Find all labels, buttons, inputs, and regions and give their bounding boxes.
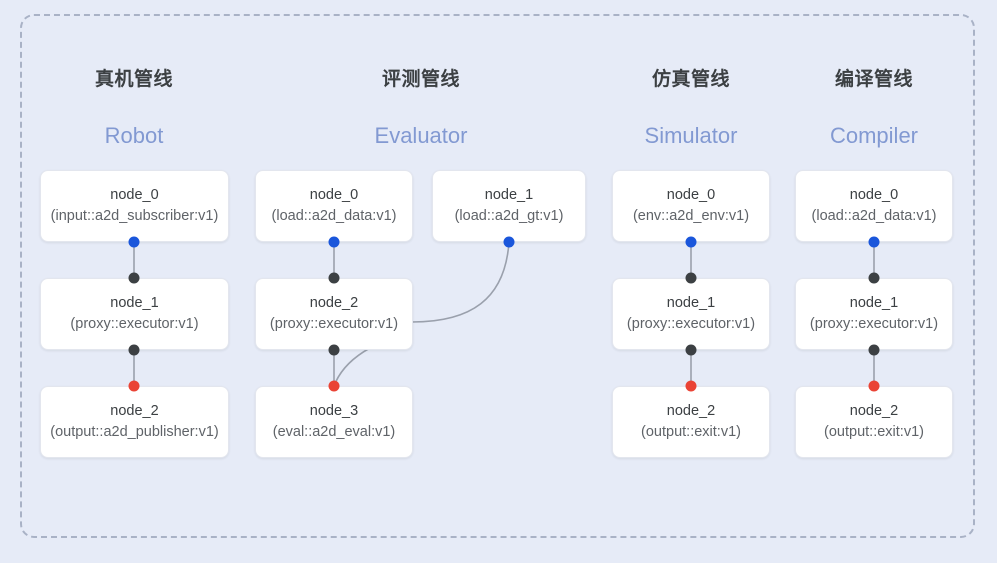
node-simulator-2[interactable]: node_2 (output::exit:v1) bbox=[612, 386, 770, 458]
node-spec: (eval::a2d_eval:v1) bbox=[272, 424, 396, 440]
port-output-evaluator-0[interactable] bbox=[328, 236, 340, 248]
node-title: node_0 bbox=[666, 186, 716, 203]
node-simulator-0[interactable]: node_0 (env::a2d_env:v1) bbox=[612, 170, 770, 242]
node-compiler-0[interactable]: node_0 (load::a2d_data:v1) bbox=[795, 170, 953, 242]
node-title: node_0 bbox=[110, 186, 159, 203]
port-output-compiler-0[interactable] bbox=[868, 236, 880, 248]
node-robot-0[interactable]: node_0 (input::a2d_subscriber:v1) bbox=[40, 170, 229, 242]
port-output-robot-1[interactable] bbox=[128, 344, 140, 356]
column-title-cn-evaluator: 评测管线 bbox=[381, 69, 461, 90]
port-output-evaluator-1[interactable] bbox=[503, 236, 515, 248]
column-title-cn-compiler: 编译管线 bbox=[834, 69, 914, 90]
node-title: node_0 bbox=[849, 186, 899, 203]
node-spec: (output::exit:v1) bbox=[641, 424, 741, 440]
node-title: node_0 bbox=[309, 186, 359, 203]
node-spec: (load::a2d_data:v1) bbox=[811, 208, 937, 224]
node-spec: (proxy::executor:v1) bbox=[809, 316, 939, 332]
node-compiler-2[interactable]: node_2 (output::exit:v1) bbox=[795, 386, 953, 458]
node-spec: (proxy::executor:v1) bbox=[269, 316, 399, 332]
node-robot-1[interactable]: node_1 (proxy::executor:v1) bbox=[40, 278, 229, 350]
column-title-cn-simulator: 仿真管线 bbox=[651, 69, 731, 90]
node-simulator-1[interactable]: node_1 (proxy::executor:v1) bbox=[612, 278, 770, 350]
port-output-robot-0[interactable] bbox=[128, 236, 140, 248]
node-title: node_1 bbox=[484, 186, 534, 203]
port-input-simulator-2[interactable] bbox=[685, 380, 697, 392]
node-spec: (load::a2d_data:v1) bbox=[271, 208, 397, 224]
node-compiler-1[interactable]: node_1 (proxy::executor:v1) bbox=[795, 278, 953, 350]
port-output-evaluator-2[interactable] bbox=[328, 344, 340, 356]
node-spec: (output::exit:v1) bbox=[824, 424, 924, 440]
node-evaluator-1[interactable]: node_1 (load::a2d_gt:v1) bbox=[432, 170, 586, 242]
column-title-en-robot: Robot bbox=[104, 123, 164, 148]
node-spec: (proxy::executor:v1) bbox=[626, 316, 756, 332]
node-spec: (load::a2d_gt:v1) bbox=[454, 208, 564, 224]
node-title: node_2 bbox=[666, 402, 716, 419]
port-input-compiler-2[interactable] bbox=[868, 380, 880, 392]
node-evaluator-3[interactable]: node_3 (eval::a2d_eval:v1) bbox=[255, 386, 413, 458]
port-output-simulator-0[interactable] bbox=[685, 236, 697, 248]
node-spec: (output::a2d_publisher:v1) bbox=[50, 424, 219, 440]
node-title: node_1 bbox=[849, 294, 899, 311]
port-output-compiler-1[interactable] bbox=[868, 344, 880, 356]
port-input-evaluator-2[interactable] bbox=[328, 272, 340, 284]
port-input-compiler-1[interactable] bbox=[868, 272, 880, 284]
column-title-en-simulator: Simulator bbox=[644, 123, 738, 148]
node-title: node_2 bbox=[110, 402, 159, 419]
port-output-simulator-1[interactable] bbox=[685, 344, 697, 356]
port-input-simulator-1[interactable] bbox=[685, 272, 697, 284]
diagram-outer-frame bbox=[20, 14, 975, 538]
port-input-robot-2[interactable] bbox=[128, 380, 140, 392]
node-evaluator-0[interactable]: node_0 (load::a2d_data:v1) bbox=[255, 170, 413, 242]
node-evaluator-2[interactable]: node_2 (proxy::executor:v1) bbox=[255, 278, 413, 350]
column-title-en-compiler: Compiler bbox=[829, 123, 919, 148]
column-title-cn-robot: 真机管线 bbox=[94, 69, 174, 90]
port-input-robot-1[interactable] bbox=[128, 272, 140, 284]
node-spec: (proxy::executor:v1) bbox=[70, 316, 199, 332]
port-input-evaluator-3[interactable] bbox=[328, 380, 340, 392]
node-spec: (env::a2d_env:v1) bbox=[632, 208, 750, 224]
node-spec: (input::a2d_subscriber:v1) bbox=[50, 208, 219, 224]
node-robot-2[interactable]: node_2 (output::a2d_publisher:v1) bbox=[40, 386, 229, 458]
node-title: node_3 bbox=[309, 402, 359, 419]
node-title: node_2 bbox=[849, 402, 899, 419]
node-title: node_1 bbox=[666, 294, 716, 311]
column-title-en-evaluator: Evaluator bbox=[374, 123, 468, 148]
node-title: node_2 bbox=[309, 294, 359, 311]
node-title: node_1 bbox=[110, 294, 159, 311]
